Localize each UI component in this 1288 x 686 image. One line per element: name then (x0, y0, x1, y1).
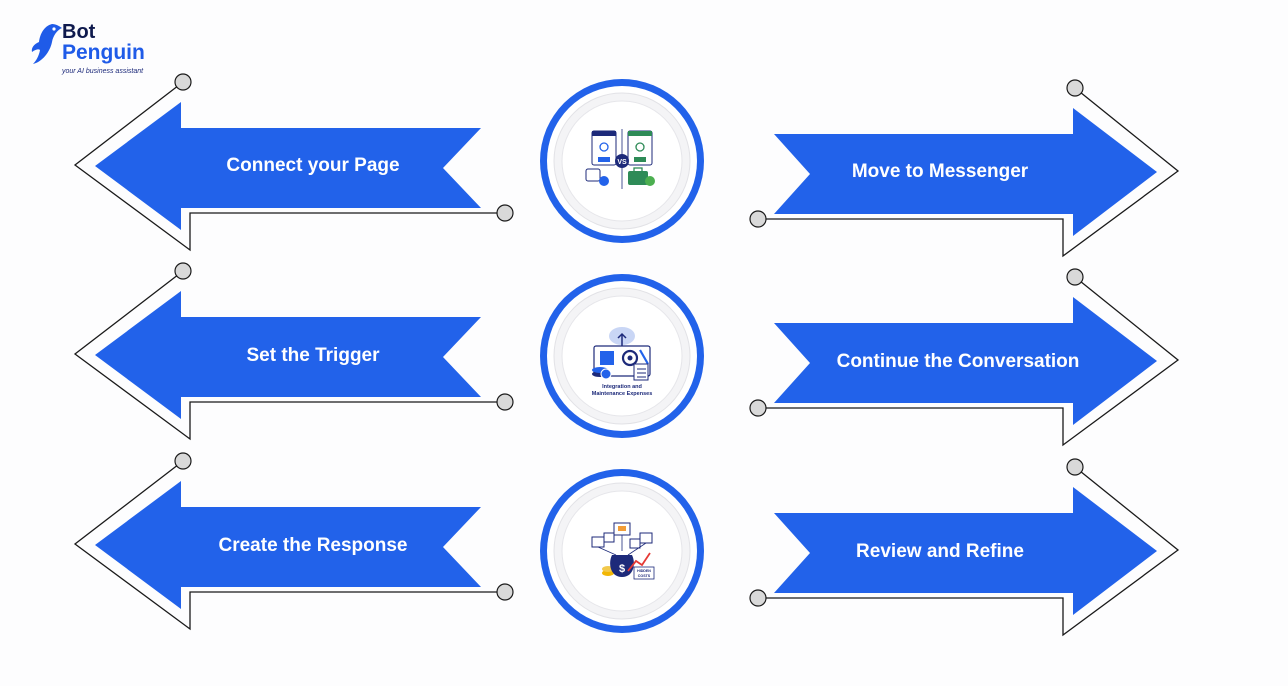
hidden-costs-caption-line1: HIDDEN (637, 569, 651, 573)
center-circle-3: $ HIDDEN COSTS (539, 468, 705, 634)
step-label-set-trigger: Set the Trigger (246, 345, 380, 366)
integration-maintenance-icon: Integration and Maintenance Expenses (592, 327, 653, 397)
step-label-review-refine: Review and Refine (856, 541, 1024, 562)
center-circle-2: Integration and Maintenance Expenses (539, 273, 705, 439)
brand-name-line2: Penguin (62, 41, 145, 64)
subscription-vs-implementation-icon: VS (585, 129, 655, 189)
botpenguin-logo: Bot Penguin your AI business assistant (30, 21, 180, 82)
step-label-continue-conversation: Continue the Conversation (836, 351, 1080, 372)
integration-caption-line1: Integration and (602, 384, 642, 390)
penguin-logo-icon (31, 24, 62, 64)
hidden-costs-icon: $ HIDDEN COSTS (591, 522, 655, 580)
vs-label: VS (617, 159, 627, 166)
step-label-move-to-messenger: Move to Messenger (851, 161, 1029, 182)
step-label-connect-page: Connect your Page (226, 155, 400, 176)
brand-tagline: your AI business assistant (62, 68, 144, 75)
integration-caption-line2: Maintenance Expenses (592, 391, 653, 397)
hidden-costs-caption-line2: COSTS (638, 574, 651, 578)
svg-text:$: $ (619, 563, 625, 575)
center-circle-1: VS (539, 78, 705, 244)
step-label-create-response: Create the Response (218, 535, 408, 556)
brand-name-line1: Bot (62, 21, 96, 43)
